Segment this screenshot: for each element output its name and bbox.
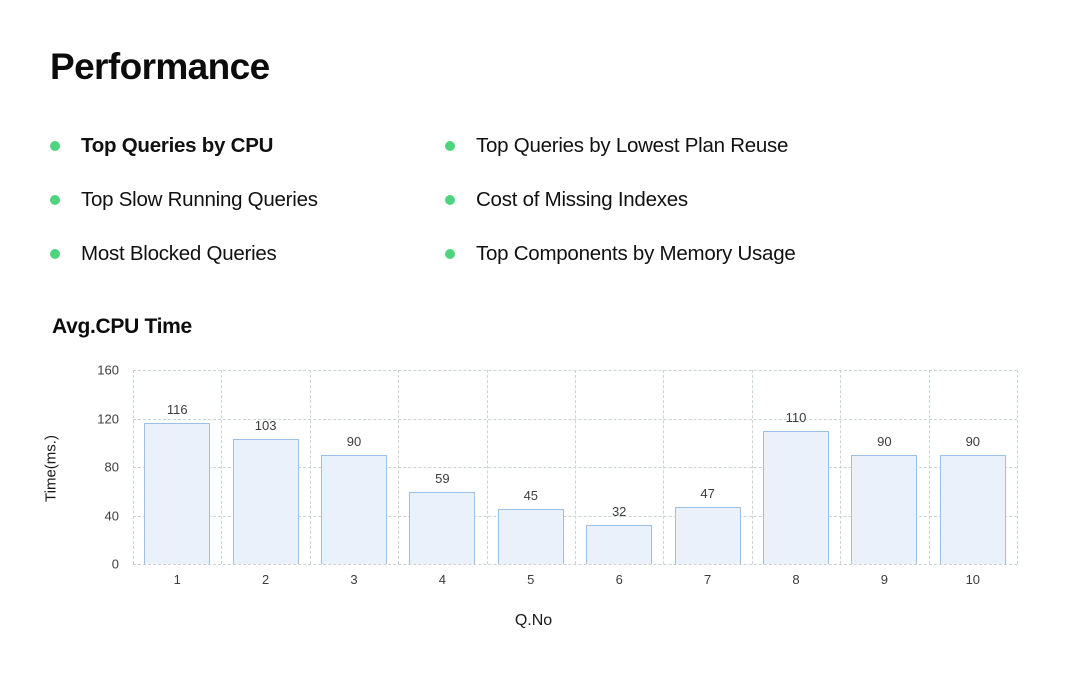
bar[interactable] [851,454,918,564]
x-axis-tick-label: 2 [261,572,270,587]
y-axis-tick-label: 120 [97,411,119,426]
bar-value-label: 90 [965,433,981,449]
list-item-label: Top Components by Memory Usage [476,242,796,265]
y-axis-tick-label: 160 [97,362,119,378]
bar-value-label: 90 [346,433,362,449]
bar-value-label: 59 [435,471,450,487]
list-item-top-components-by-memory-usage[interactable]: Top Components by Memory Usage [445,236,840,272]
bar[interactable] [674,507,741,564]
list-item-label: Top Queries by Lowest Plan Reuse [476,134,789,157]
gridline-vertical [221,370,223,564]
x-axis-tick-label: 1 [173,572,181,587]
x-axis-tick-label: 6 [615,572,623,587]
x-axis-tick-labels: 1 2 3 4 5 6 7 8 9 10 [133,572,1017,592]
list-item-label: Cost of Missing Indexes [476,188,688,211]
chart-title: Avg.CPU Time [52,315,192,338]
x-axis-tick-label: 9 [880,572,889,587]
bullet-dot-icon [445,195,455,205]
plot-area: 116 103 90 59 45 32 47 110 90 90 [133,370,1018,565]
bullet-dot-icon [50,195,60,205]
y-axis-tick-label: 0 [111,556,119,572]
bullet-dot-icon [445,141,455,151]
bar-value-label: 116 [166,402,188,418]
gridline-vertical [840,370,842,564]
bar-value-label: 45 [523,488,539,504]
y-axis-tick-label: 40 [104,508,119,523]
list-item-label: Most Blocked Queries [81,242,277,265]
bullet-dot-icon [445,249,455,259]
gridline-vertical [486,370,488,564]
y-axis-tick-labels: 0 40 80 120 160 [75,363,119,572]
gridline-vertical [751,370,753,564]
bullet-row: Most Blocked Queries Top Components by M… [50,236,950,290]
bar[interactable] [939,454,1006,564]
bullet-row: Top Queries by CPU Top Queries by Lowest… [50,128,950,182]
bar-value-label: 32 [611,504,627,520]
bar-value-label: 110 [785,409,807,425]
list-item-label: Top Queries by CPU [81,134,274,157]
x-axis-tick-label: 4 [438,572,447,587]
bar-value-label: 90 [877,433,892,449]
gridline-vertical [928,370,930,564]
list-item-label: Top Slow Running Queries [81,188,318,211]
x-axis-title: Q.No [514,612,553,629]
list-item-top-queries-by-cpu[interactable]: Top Queries by CPU [50,128,445,164]
bullet-dot-icon [50,141,60,151]
list-item-cost-of-missing-indexes[interactable]: Cost of Missing Indexes [445,182,840,218]
gridline-vertical [1017,370,1018,564]
x-axis-tick-label: 8 [792,572,800,587]
list-item-top-slow-running-queries[interactable]: Top Slow Running Queries [50,182,445,218]
bar[interactable] [586,525,653,564]
bar[interactable] [144,423,211,564]
gridline-vertical [398,370,400,564]
gridline-vertical [309,370,311,564]
x-axis-tick-label: 7 [703,572,712,587]
bar[interactable] [409,492,476,564]
bar[interactable] [232,439,299,564]
bar-value-label: 47 [700,486,715,501]
gridline-vertical [133,370,134,564]
bullet-dot-icon [50,249,60,259]
gridline-vertical [575,370,576,564]
x-axis-tick-label: 5 [527,572,535,587]
gridline-vertical [663,370,665,564]
y-axis-tick-label: 80 [104,459,119,475]
bar[interactable] [497,509,564,564]
list-item-top-queries-by-lowest-plan-reuse[interactable]: Top Queries by Lowest Plan Reuse [445,128,840,164]
bullet-row: Top Slow Running Queries Cost of Missing… [50,182,950,236]
bar[interactable] [321,454,387,564]
bar[interactable] [763,430,829,564]
bar-value-label: 103 [254,418,277,434]
feature-bullet-list: Top Queries by CPU Top Queries by Lowest… [50,128,950,290]
list-item-most-blocked-queries[interactable]: Most Blocked Queries [50,236,445,272]
y-axis-title: Time(ms.) [42,435,60,502]
page-title: Performance [50,46,270,87]
x-axis-tick-label: 10 [965,572,981,587]
x-axis-tick-label: 3 [350,572,358,587]
gridline-horizontal [133,564,1017,565]
